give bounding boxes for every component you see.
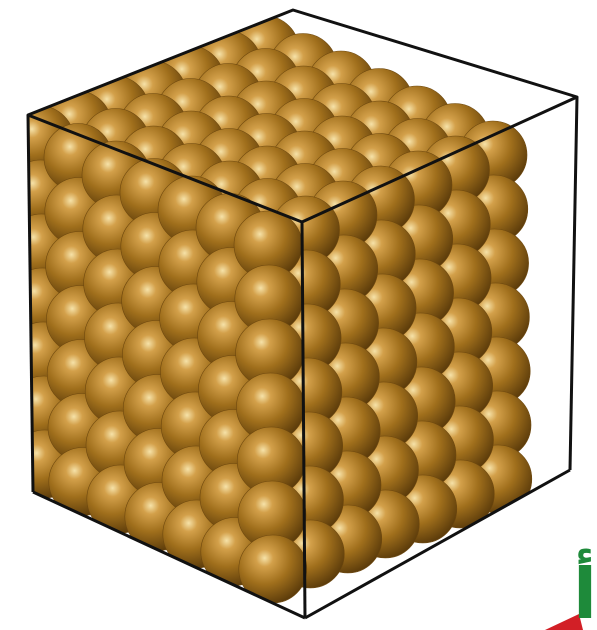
logo-glyph: أ <box>573 548 597 630</box>
cube-right-edge <box>570 97 577 470</box>
corner-logo: أ <box>527 530 597 630</box>
